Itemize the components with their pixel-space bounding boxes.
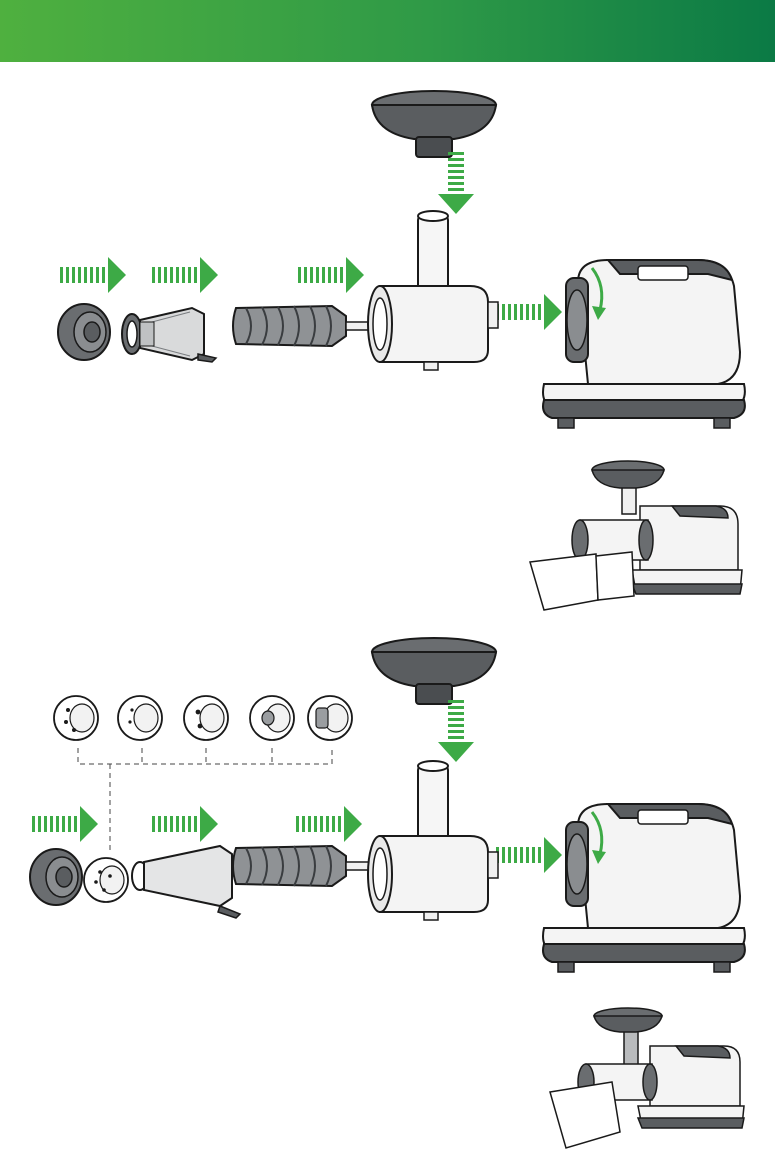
drum-part bbox=[368, 761, 498, 920]
arrow-down-icon bbox=[438, 700, 474, 762]
arrow-right-icon bbox=[496, 837, 562, 873]
arrow-right-icon bbox=[298, 257, 364, 293]
arrow-right-icon bbox=[152, 257, 218, 293]
end-cap-part bbox=[30, 849, 82, 905]
section-homogenizing-assembly bbox=[30, 638, 745, 1150]
auger-part bbox=[233, 306, 374, 346]
nozzle-option-5 bbox=[308, 696, 352, 740]
assembled-juicer-image bbox=[540, 1008, 745, 1150]
arrow-right-icon bbox=[32, 806, 98, 842]
juicing-screen-part bbox=[122, 308, 216, 362]
nozzle-option-1 bbox=[54, 696, 98, 740]
drum-part bbox=[368, 211, 498, 370]
motor-base-part bbox=[543, 260, 745, 428]
end-cap-part bbox=[58, 304, 110, 360]
hopper-part bbox=[372, 638, 496, 704]
arrow-right-icon bbox=[60, 257, 126, 293]
section-juicing-assembly bbox=[58, 91, 745, 618]
header-band bbox=[0, 0, 775, 62]
arrow-down-icon bbox=[438, 152, 474, 214]
hopper-part bbox=[372, 91, 496, 157]
motor-base-part bbox=[543, 804, 745, 972]
nozzle-part bbox=[84, 858, 128, 902]
nozzle-option-4 bbox=[250, 696, 294, 740]
auger-part bbox=[233, 846, 374, 886]
arrow-right-icon bbox=[152, 806, 218, 842]
arrow-right-icon bbox=[496, 294, 562, 330]
homogenizing-cone-part bbox=[132, 846, 240, 918]
assembly-illustration bbox=[0, 62, 775, 1152]
nozzle-option-2 bbox=[118, 696, 162, 740]
assembled-juicer-image bbox=[520, 461, 742, 618]
arrow-right-icon bbox=[296, 806, 362, 842]
nozzle-option-3 bbox=[184, 696, 228, 740]
